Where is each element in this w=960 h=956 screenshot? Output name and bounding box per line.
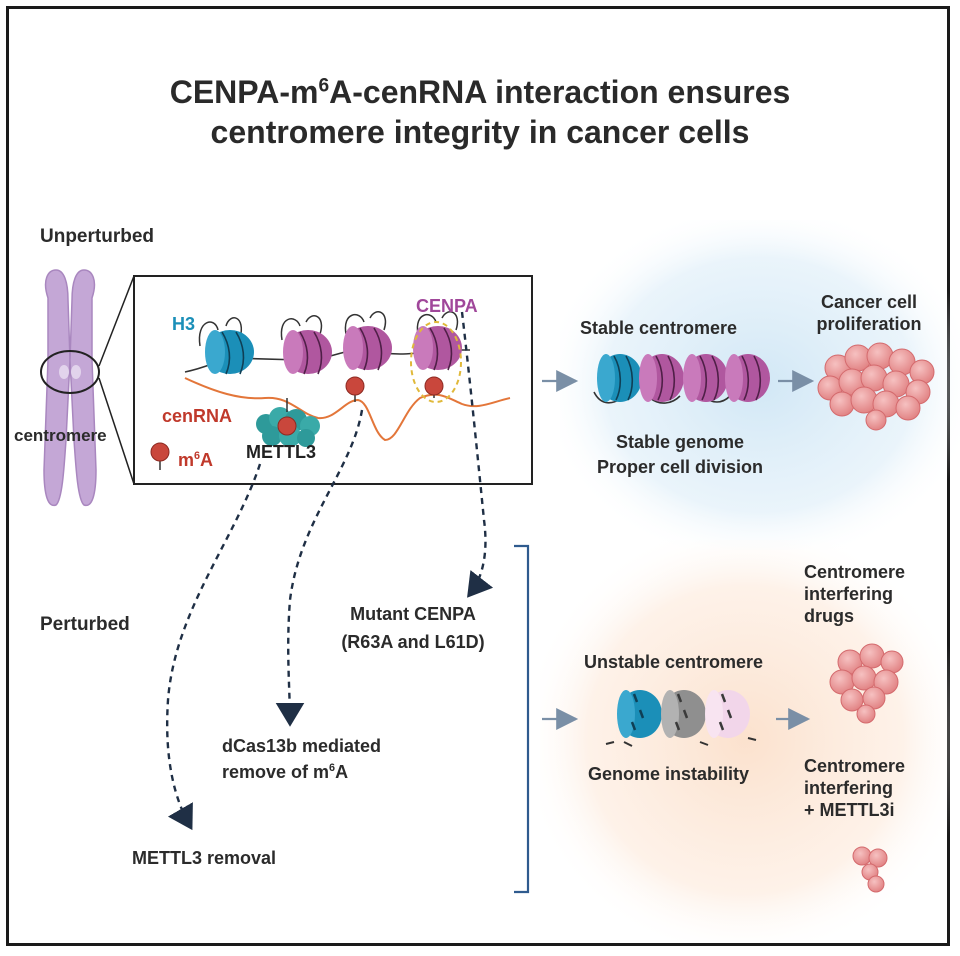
dcas13b-line2: remove of m6A <box>222 762 349 782</box>
h3-nucleosome-icon <box>198 317 254 375</box>
dashed-arrow-mutant-cenpa <box>460 311 494 598</box>
cenpa-nucleosome-icon <box>413 311 462 371</box>
drug-cell-cluster-icon <box>829 643 904 724</box>
m6a-legend-icon <box>150 442 170 470</box>
combo-line2: interfering <box>804 778 894 798</box>
mettl3-removal-label: METTL3 removal <box>132 848 277 868</box>
centromere-label: centromere <box>14 426 107 445</box>
m6a-legend-label: m6A <box>178 450 214 470</box>
dashed-arrow-dcas13b <box>275 409 364 727</box>
cancer-cell-cluster-icon <box>817 342 935 431</box>
cenrna-label: cenRNA <box>162 406 233 426</box>
perturbed-label: Perturbed <box>40 614 130 635</box>
unstable-centromere-label: Unstable centromere <box>584 652 764 672</box>
dashed-arrow-mettl3-removal <box>165 463 262 831</box>
zoom-line-bottom <box>98 377 135 485</box>
combo-line1: Centromere <box>804 756 906 776</box>
chromosome-icon <box>43 269 97 507</box>
cenpa-nucleosome-icon <box>343 311 392 371</box>
combo-line3: + METTL3i <box>804 800 895 820</box>
stable-nucleosome-array-icon <box>593 354 770 404</box>
unstable-nucleosome-array-icon <box>605 690 757 747</box>
perturbed-bracket <box>514 544 530 894</box>
unstable-background-glow <box>540 540 950 940</box>
drugs-line1: Centromere <box>804 562 906 582</box>
mettl3-complex-icon <box>256 398 320 447</box>
cenpa-nucleosome-icon <box>280 315 332 375</box>
m6a-pin-icon <box>424 376 444 398</box>
h3-label: H3 <box>172 314 196 334</box>
cenpa-label: CENPA <box>416 296 478 316</box>
stable-centromere-label: Stable centromere <box>580 318 738 338</box>
stable-genome-label: Stable genome <box>615 432 745 452</box>
drugs-line3: drugs <box>804 606 855 626</box>
zoom-line-top <box>98 275 135 367</box>
cancer-proliferation-line2: proliferation <box>816 314 922 334</box>
highlight-dashed-ellipse <box>410 321 462 403</box>
cancer-proliferation-line1: Cancer cell <box>820 292 918 312</box>
drugs-line2: interfering <box>804 584 894 604</box>
dcas13b-line1: dCas13b mediated <box>222 736 382 756</box>
combo-cell-cluster-icon <box>852 846 888 893</box>
genome-instability-label: Genome instability <box>588 764 750 784</box>
mettl3-label: METTL3 <box>246 442 316 462</box>
proper-division-label: Proper cell division <box>596 457 764 477</box>
mutant-cenpa-line2: (R63A and L61D) <box>341 632 485 652</box>
mutant-cenpa-line1: Mutant CENPA <box>350 604 476 624</box>
centromere-circle <box>40 350 100 394</box>
m6a-pin-icon <box>345 376 365 402</box>
zoom-box <box>133 275 533 485</box>
cenrna-strand <box>184 377 511 442</box>
unperturbed-label: Unperturbed <box>40 226 154 247</box>
